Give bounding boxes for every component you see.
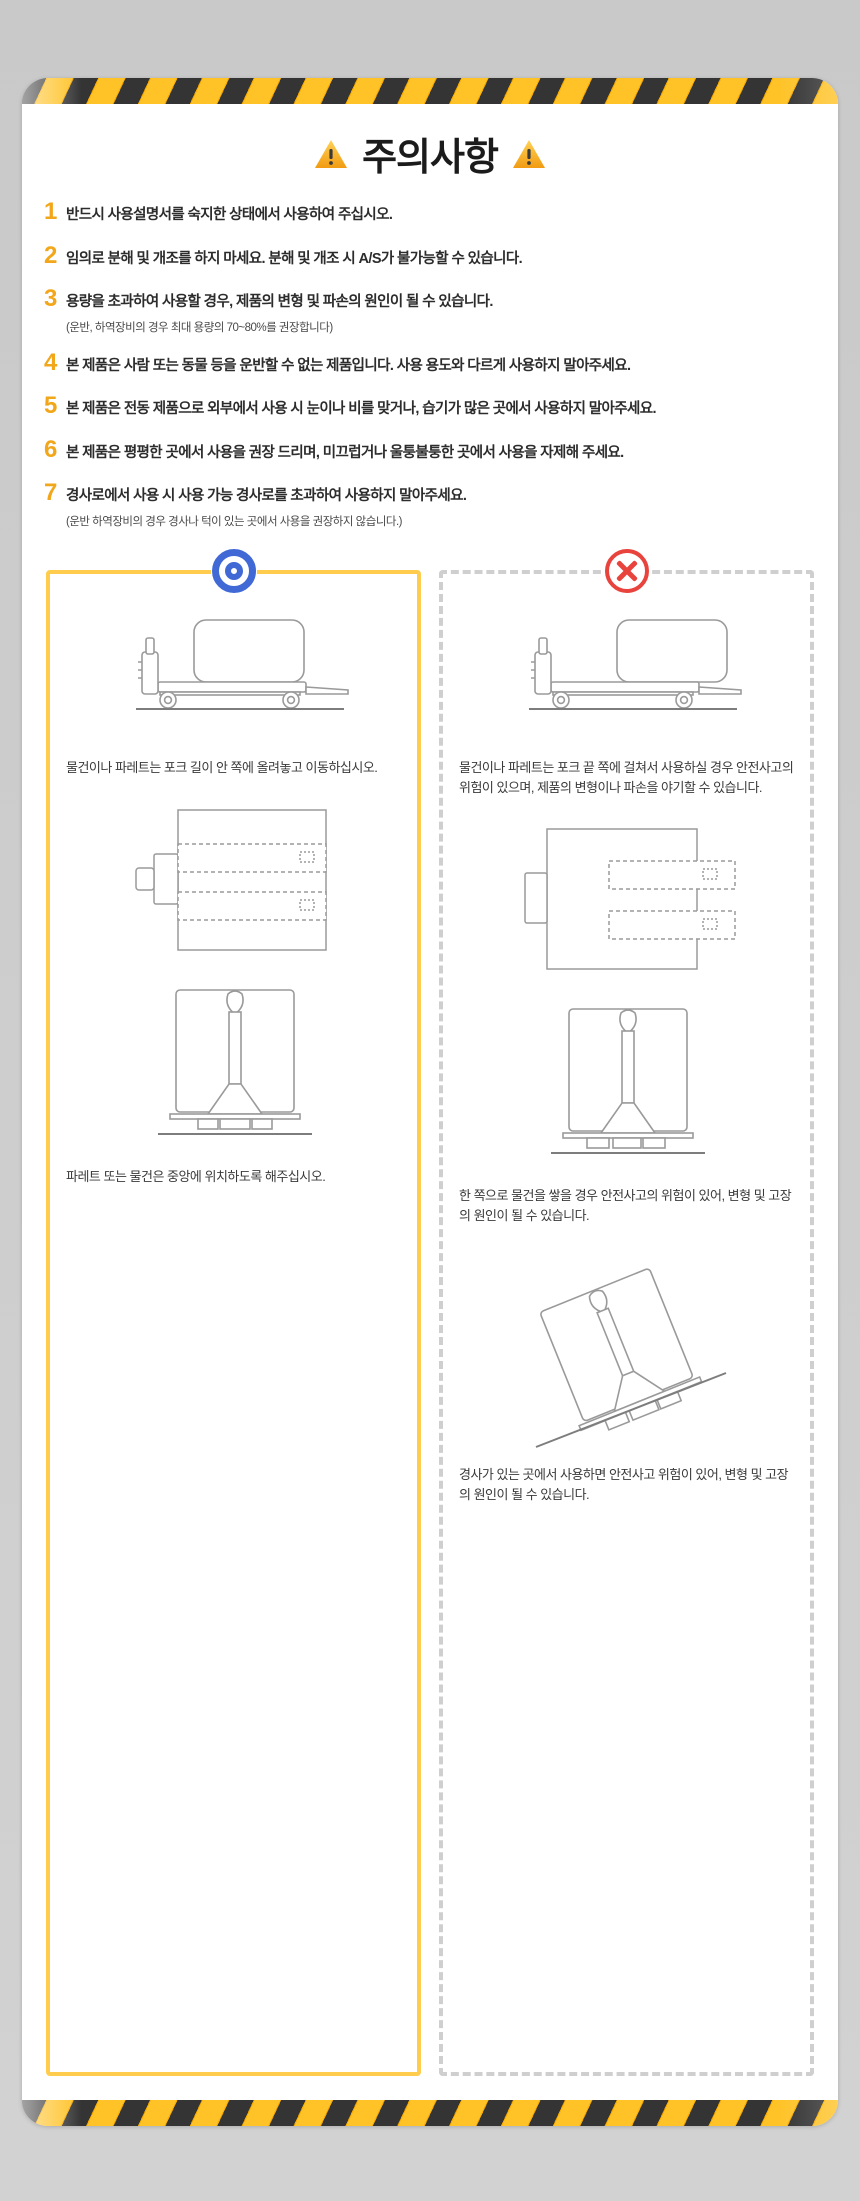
precaution-text: 경사로에서 사용 시 사용 가능 경사로를 초과하여 사용하지 말아주세요. [66,488,467,505]
precaution-text: 반드시 사용설명서를 숙지한 상태에서 사용하여 주십시오. [66,207,393,223]
figure-block: 파레트 또는 물건은 중앙에 위치하도록 해주십시오. [64,982,403,1187]
precaution-item: 3 용량을 초과하여 사용할 경우, 제품의 변형 및 파손의 원인이 될 수 … [22,287,838,313]
pallet-jack-front-view-correct-icon [157,988,312,1135]
stripe-fade-left [22,2100,82,2126]
precaution-text: 임의로 분해 및 개조를 하지 마세요. 분해 및 개조 시 A/S가 불가능할… [66,250,523,267]
panel-caption: 한 쪽으로 물건을 쌓을 경우 안전사고의 위험이 있어, 변형 및 고장의 원… [459,1188,792,1223]
circle-x-mark [603,548,650,594]
document-page: 주의사항 1 반드시 사용설명서를 숙지한 상태에서 사용하여 주십시오. 2 … [22,78,838,2126]
precaution-note: (운반, 하역장비의 경우 최대 용량의 70~80%를 권장합니다) [66,321,333,334]
stripe-fade-right [778,78,838,104]
pallet-jack-top-view-correct-icon [134,808,327,951]
figure-block: 물건이나 파레트는 포크 길이 안 쪽에 올려놓고 이동하십시오. [64,608,403,778]
precaution-text: 본 제품은 평평한 곳에서 사용을 권장 드리며, 미끄럽거나 울퉁불퉁한 곳에… [66,444,624,461]
hazard-stripe-bottom [22,2100,838,2126]
warning-triangle-icon [512,139,545,168]
stripe-fade-right [778,2100,838,2126]
panel-correct-content: 물건이나 파레트는 포크 길이 안 쪽에 올려놓고 이동하십시오. [46,570,421,1218]
panel-caption: 경사가 있는 곳에서 사용하면 안전사고 위험이 있어, 변형 및 고장의 원인… [459,1467,789,1502]
panel-incorrect-usage: 물건이나 파레트는 포크 끝 쪽에 걸쳐서 사용하실 경우 안전사고의 위험이 … [439,548,814,2076]
precaution-number: 1 [44,198,58,225]
precautions-list: 1 반드시 사용설명서를 숙지한 상태에서 사용하여 주십시오. 2 임의로 분… [22,200,838,545]
precaution-number: 2 [44,241,58,269]
page-title: 주의사항 [362,137,499,179]
panel-caption: 파레트 또는 물건은 중앙에 위치하도록 해주십시오. [66,1168,326,1184]
panel-incorrect-content: 물건이나 파레트는 포크 끝 쪽에 걸쳐서 사용하실 경우 안전사고의 위험이 … [439,570,814,1536]
precaution-note: (운반 하역장비의 경우 경사나 턱이 있는 곳에서 사용을 권장하지 않습니다… [66,515,403,528]
warning-triangle-icon [315,139,348,168]
panel-correct-usage: 물건이나 파레트는 포크 길이 안 쪽에 올려놓고 이동하십시오. [46,548,421,2076]
figure-block [64,800,403,960]
layout-spacer [457,1247,796,1265]
figure-block: 경사가 있는 곳에서 사용하면 안전사고 위험이 있어, 변형 및 고장의 원인… [457,1265,796,1504]
hazard-stripe-top [22,78,838,104]
stripe-fade-left [22,78,82,104]
pallet-jack-front-view-offcenter-icon [550,1008,705,1154]
precaution-text: 본 제품은 사람 또는 동물 등을 운반할 수 없는 제품입니다. 사용 용도와… [66,357,631,374]
figure-block [457,819,796,979]
precaution-number: 3 [44,285,58,313]
precaution-number: 4 [44,348,58,376]
precaution-text: 용량을 초과하여 사용할 경우, 제품의 변형 및 파손의 원인이 될 수 있습… [66,294,493,311]
figure-block: 한 쪽으로 물건을 쌓을 경우 안전사고의 위험이 있어, 변형 및 고장의 원… [457,1001,796,1225]
precaution-item: 1 반드시 사용설명서를 숙지한 상태에서 사용하여 주십시오. [22,200,838,226]
precaution-item: 6 본 제품은 평평한 곳에서 사용을 권장 드리며, 미끄럽거나 울퉁불퉁한 … [22,435,838,464]
precaution-item: 4 본 제품은 사람 또는 동물 등을 운반할 수 없는 제품입니다. 사용 용… [22,348,838,377]
precaution-item: 2 임의로 분해 및 개조를 하지 마세요. 분해 및 개조 시 A/S가 불가… [22,241,838,270]
precaution-number: 5 [44,392,58,420]
precaution-item: 7 경사로에서 사용 시 사용 가능 경사로를 초과하여 사용하지 말아주세요. [22,481,838,507]
circle-o-mark [210,548,257,594]
precaution-item: 5 본 제품은 전동 제품으로 외부에서 사용 시 눈이나 비를 맞거나, 습기… [22,394,838,420]
pallet-jack-side-view-correct-icon [135,619,349,710]
illustration-panels: 물건이나 파레트는 포크 길이 안 쪽에 올려놓고 이동하십시오. [46,548,814,2076]
pallet-jack-top-view-incorrect-icon [523,828,736,970]
pallet-jack-on-slope-icon [535,1268,726,1448]
pallet-jack-side-view-incorrect-icon [528,619,742,710]
precaution-number: 6 [44,435,58,463]
precaution-text: 본 제품은 전동 제품으로 외부에서 사용 시 눈이나 비를 맞거나, 습기가 … [66,401,657,418]
page-title-row: 주의사항 [22,126,838,181]
panel-caption: 물건이나 파레트는 포크 끝 쪽에 걸쳐서 사용하실 경우 안전사고의 위험이 … [459,760,794,795]
precaution-number: 7 [44,479,58,507]
figure-block: 물건이나 파레트는 포크 끝 쪽에 걸쳐서 사용하실 경우 안전사고의 위험이 … [457,608,796,797]
panel-caption: 물건이나 파레트는 포크 길이 안 쪽에 올려놓고 이동하십시오. [66,760,378,775]
